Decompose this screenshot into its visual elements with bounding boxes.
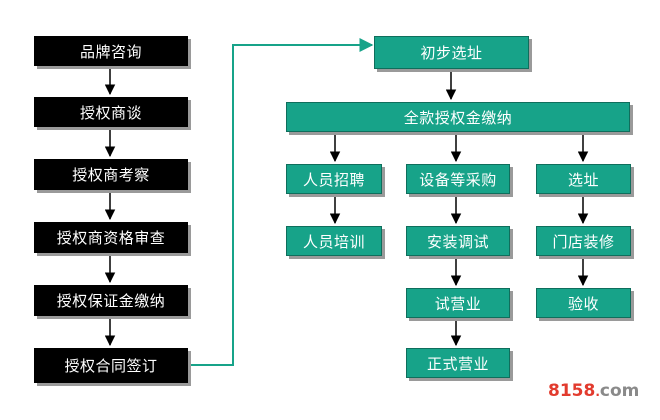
step-acceptance: 验收 (536, 288, 631, 318)
step-official-opening: 正式营业 (406, 348, 510, 378)
connector-contract-to-site (191, 38, 374, 366)
watermark-number: 8158 (548, 381, 596, 401)
watermark-dot: . (595, 385, 600, 399)
step-deposit-payment: 授权保证金缴纳 (34, 285, 188, 316)
step-full-license-payment: 全款授权金缴纳 (286, 102, 630, 132)
step-license-negotiation: 授权商谈 (34, 97, 188, 127)
step-contract-signing: 授权合同签订 (34, 348, 188, 383)
step-staff-training: 人员培训 (286, 226, 382, 256)
step-installation-debugging: 安装调试 (406, 226, 510, 256)
step-staff-recruitment: 人员招聘 (286, 164, 382, 194)
step-licensee-inspection: 授权商考察 (34, 159, 188, 190)
site-watermark: 8158 . com (548, 381, 639, 401)
step-brand-consult: 品牌咨询 (34, 36, 188, 66)
step-initial-site-selection: 初步选址 (374, 36, 529, 69)
step-site-selection: 选址 (536, 164, 631, 194)
step-equipment-purchase: 设备等采购 (406, 164, 510, 194)
step-store-decoration: 门店装修 (536, 226, 631, 256)
watermark-suffix: com (599, 381, 640, 401)
step-trial-operation: 试营业 (406, 288, 510, 318)
step-qualification-review: 授权商资格审查 (34, 222, 188, 253)
